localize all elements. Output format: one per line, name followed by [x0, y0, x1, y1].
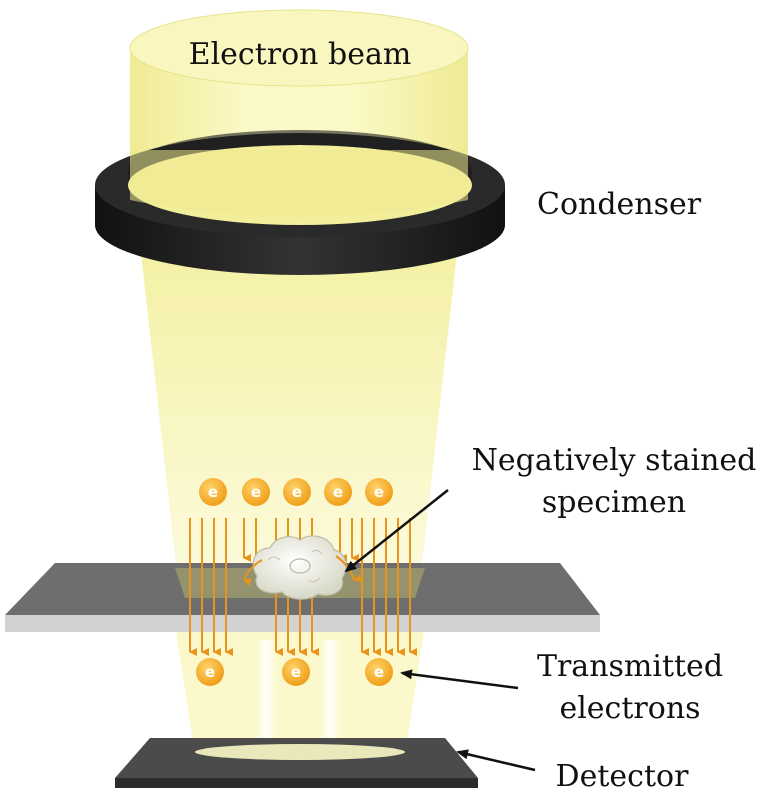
detector-label: Detector	[556, 759, 690, 794]
svg-text:e: e	[205, 663, 215, 681]
electron-beam-cylinder	[129, 9, 469, 155]
svg-text:e: e	[291, 663, 301, 681]
svg-text:e: e	[208, 483, 218, 501]
transmitted-electrons: e e e	[196, 658, 393, 686]
electron: e	[365, 658, 393, 686]
specimen-label-line2: specimen	[542, 485, 686, 520]
detector-plate	[115, 738, 478, 788]
electron-beam-label: Electron beam	[189, 37, 412, 72]
electron: e	[199, 478, 227, 506]
transmitted-label-line1: Transmitted	[537, 649, 723, 684]
svg-text:e: e	[333, 483, 343, 501]
transmitted-pointer-arrow	[400, 669, 519, 690]
electron: e	[242, 478, 270, 506]
electron: e	[324, 478, 352, 506]
electron: e	[365, 478, 393, 506]
detector-pointer-arrow	[456, 749, 536, 772]
electron: e	[282, 658, 310, 686]
electron: e	[196, 658, 224, 686]
electron: e	[283, 478, 311, 506]
condenser-label: Condenser	[537, 187, 702, 222]
beam-through-condenser	[130, 150, 468, 218]
beam-cone	[140, 245, 458, 755]
svg-text:e: e	[374, 483, 384, 501]
svg-text:e: e	[251, 483, 261, 501]
specimen-label-line1: Negatively stained	[472, 443, 757, 478]
incoming-electrons: e e e e e	[199, 478, 393, 506]
specimen-pointer-arrow	[344, 489, 449, 573]
svg-text:e: e	[374, 663, 384, 681]
svg-text:e: e	[292, 483, 302, 501]
transmitted-label-line2: electrons	[559, 691, 700, 726]
